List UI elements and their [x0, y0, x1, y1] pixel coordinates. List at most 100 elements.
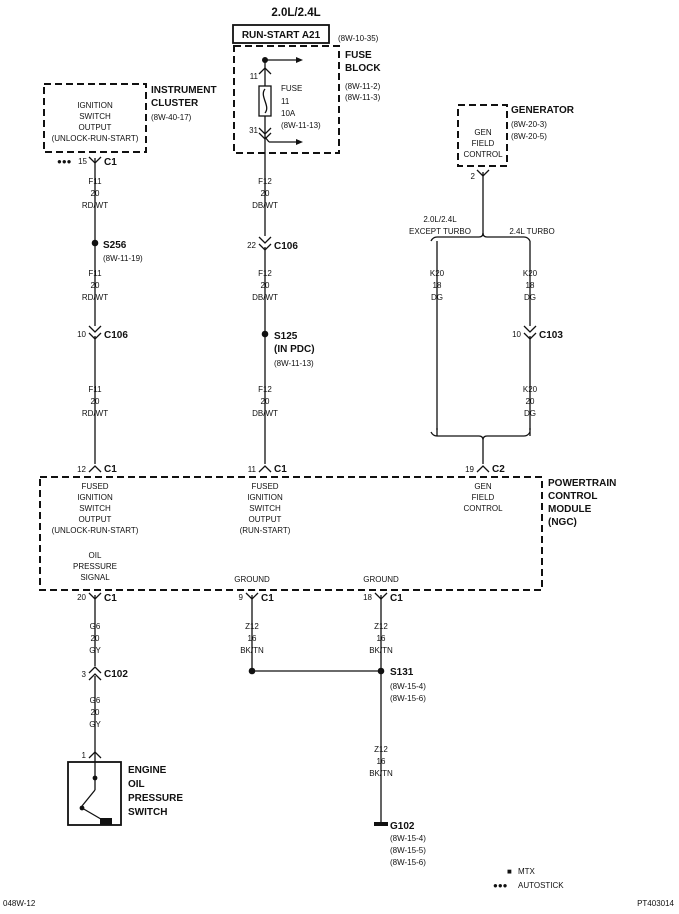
fuse-label-1: FUSE: [281, 84, 302, 93]
wire-f12-b-gauge: 20: [261, 281, 270, 290]
pcm-oil-text-3: SIGNAL: [80, 573, 110, 582]
connector-c102-chevron-1: [88, 666, 102, 674]
connector-c106-a-pin: 10: [77, 330, 86, 339]
wire-f11-c-color: RD/WT: [82, 409, 108, 418]
wire-z12-a-color: BK/TN: [240, 646, 264, 655]
run-start-a21-ref: (8W-10-35): [338, 34, 379, 43]
wire-k20-left-color: DG: [431, 293, 443, 302]
legend-mtx-symbol: ■: [507, 867, 512, 876]
instrument-cluster-outline: [43, 83, 147, 153]
fuse-link: [262, 88, 268, 114]
branch-right-label: 2.4L TURBO: [509, 227, 554, 236]
splice-s125-ref: (8W-11-13): [274, 359, 314, 368]
fuse-block-outline: [233, 45, 340, 154]
switch-title-3: PRESSURE: [128, 793, 183, 804]
generator-branch-brace: [430, 232, 531, 242]
connector-c102-chevron-2: [88, 673, 102, 681]
pcm-title-3: MODULE: [548, 504, 592, 515]
wire-f12-b-code: F12: [258, 269, 272, 278]
fuse-pin-31-chevron-2: [258, 132, 272, 140]
k20-merge-brace: [430, 431, 531, 441]
wire-z12-a-code: Z12: [245, 622, 259, 631]
instrument-cluster-ref: (8W-40-17): [151, 113, 192, 122]
pcm-run-text-1: FUSED: [251, 482, 278, 491]
pcm-unlock-text-5: (UNLOCK-RUN-START): [52, 526, 139, 535]
instrument-cluster-text-1: IGNITION: [77, 101, 113, 110]
pcm-ground-a-text: GROUND: [234, 575, 270, 584]
switch-blade: [81, 789, 96, 807]
fuse-pin-out: 31: [249, 126, 258, 135]
generator-text-1: GEN: [474, 128, 492, 137]
wire-f12-c-color: DB/WT: [252, 409, 278, 418]
pcm-pin-11-chevron: [258, 465, 272, 473]
pcm-run-text-2: IGNITION: [247, 493, 283, 502]
pcm-pin-12: 12: [77, 465, 86, 474]
switch-case-ground: [100, 818, 112, 825]
wire-k20-left-gauge: 18: [433, 281, 442, 290]
wire-f11-a-gauge: 20: [91, 189, 100, 198]
wire-z12-b-color: BK/TN: [369, 646, 393, 655]
instrument-cluster-pin: 15: [78, 157, 87, 166]
splice-s256-name: S256: [103, 240, 127, 251]
pcm-pin-18: 18: [363, 593, 372, 602]
fuse-out-arrow: [296, 139, 303, 145]
instrument-cluster-text-4: (UNLOCK-RUN-START): [52, 134, 139, 143]
pcm-title-2: CONTROL: [548, 491, 597, 502]
pcm-run-text-4: OUTPUT: [249, 515, 282, 524]
connector-c106-a-name: C106: [104, 330, 128, 341]
wire-z12-c-gauge: 16: [377, 757, 386, 766]
generator-pin: 2: [471, 172, 476, 181]
pcm-pin-20-conn: C1: [104, 593, 117, 604]
generator-text-3: CONTROL: [463, 150, 503, 159]
instrument-cluster-text-3: OUTPUT: [79, 123, 112, 132]
pcm-run-text-5: (RUN-START): [240, 526, 291, 535]
pcm-pin-12-chevron: [88, 465, 102, 473]
wire-g6-a-color: GY: [89, 646, 101, 655]
wire-k20-right-a-code: K20: [523, 269, 538, 278]
fuse-pin-31-chevron-1: [258, 127, 272, 135]
wire-f11-b-gauge: 20: [91, 281, 100, 290]
wire-g6-b-gauge: 20: [91, 708, 100, 717]
wire-k20-left-code: K20: [430, 269, 445, 278]
pcm-gen-text-2: FIELD: [472, 493, 495, 502]
wire-k20-right-a-color: DG: [524, 293, 536, 302]
branch-left-label-2: EXCEPT TURBO: [409, 227, 471, 236]
connector-c106-a-chevron-1: [88, 325, 102, 333]
instrument-cluster-text-2: SWITCH: [79, 112, 111, 121]
pcm-unlock-text-1: FUSED: [81, 482, 108, 491]
instrument-cluster-title-2: CLUSTER: [151, 98, 199, 109]
pcm-unlock-text-3: SWITCH: [79, 504, 111, 513]
wire-f11-b-code: F11: [88, 269, 102, 278]
pcm-unlock-text-2: IGNITION: [77, 493, 113, 502]
pcm-title-1: POWERTRAIN: [548, 478, 616, 489]
generator-text-2: FIELD: [472, 139, 495, 148]
wire-z12-c-color: BK/TN: [369, 769, 393, 778]
generator-ref-2: (8W-20-5): [511, 132, 547, 141]
instrument-cluster-title-1: INSTRUMENT: [151, 85, 217, 96]
wire-f11-b-color: RD/WT: [82, 293, 108, 302]
connector-c102-name: C102: [104, 669, 128, 680]
footer-left-code: 048W-12: [3, 899, 36, 908]
pcm-pin-12-conn: C1: [104, 464, 117, 475]
wire-g6-a-code: G6: [90, 622, 101, 631]
wire-g6-b-code: G6: [90, 696, 101, 705]
fuse-block-title-1: FUSE: [345, 50, 372, 61]
wire-f11-c-gauge: 20: [91, 397, 100, 406]
instrument-cluster-autostick-dots: ●●●: [57, 157, 72, 166]
legend-autostick-label: AUTOSTICK: [518, 881, 564, 890]
pcm-pin-19-conn: C2: [492, 464, 505, 475]
splice-s131-ref-1: (8W-15-4): [390, 682, 426, 691]
wire-f12-a-gauge: 20: [261, 189, 270, 198]
ground-g102-ref-1: (8W-15-4): [390, 834, 426, 843]
connector-c103-pin: 10: [512, 330, 521, 339]
switch-title-4: SWITCH: [128, 807, 167, 818]
wire-g6-a-gauge: 20: [91, 634, 100, 643]
legend-autostick-symbol: ●●●: [493, 881, 508, 890]
splice-s131-name: S131: [390, 667, 414, 678]
wire-f11-c-code: F11: [88, 385, 102, 394]
footer-right-code: PT403014: [637, 899, 674, 908]
fuse-label-2: 11: [281, 97, 290, 106]
run-start-a21-box: [232, 24, 330, 44]
splice-s125-sub: (IN PDC): [274, 344, 315, 355]
wire-g6-b-color: GY: [89, 720, 101, 729]
